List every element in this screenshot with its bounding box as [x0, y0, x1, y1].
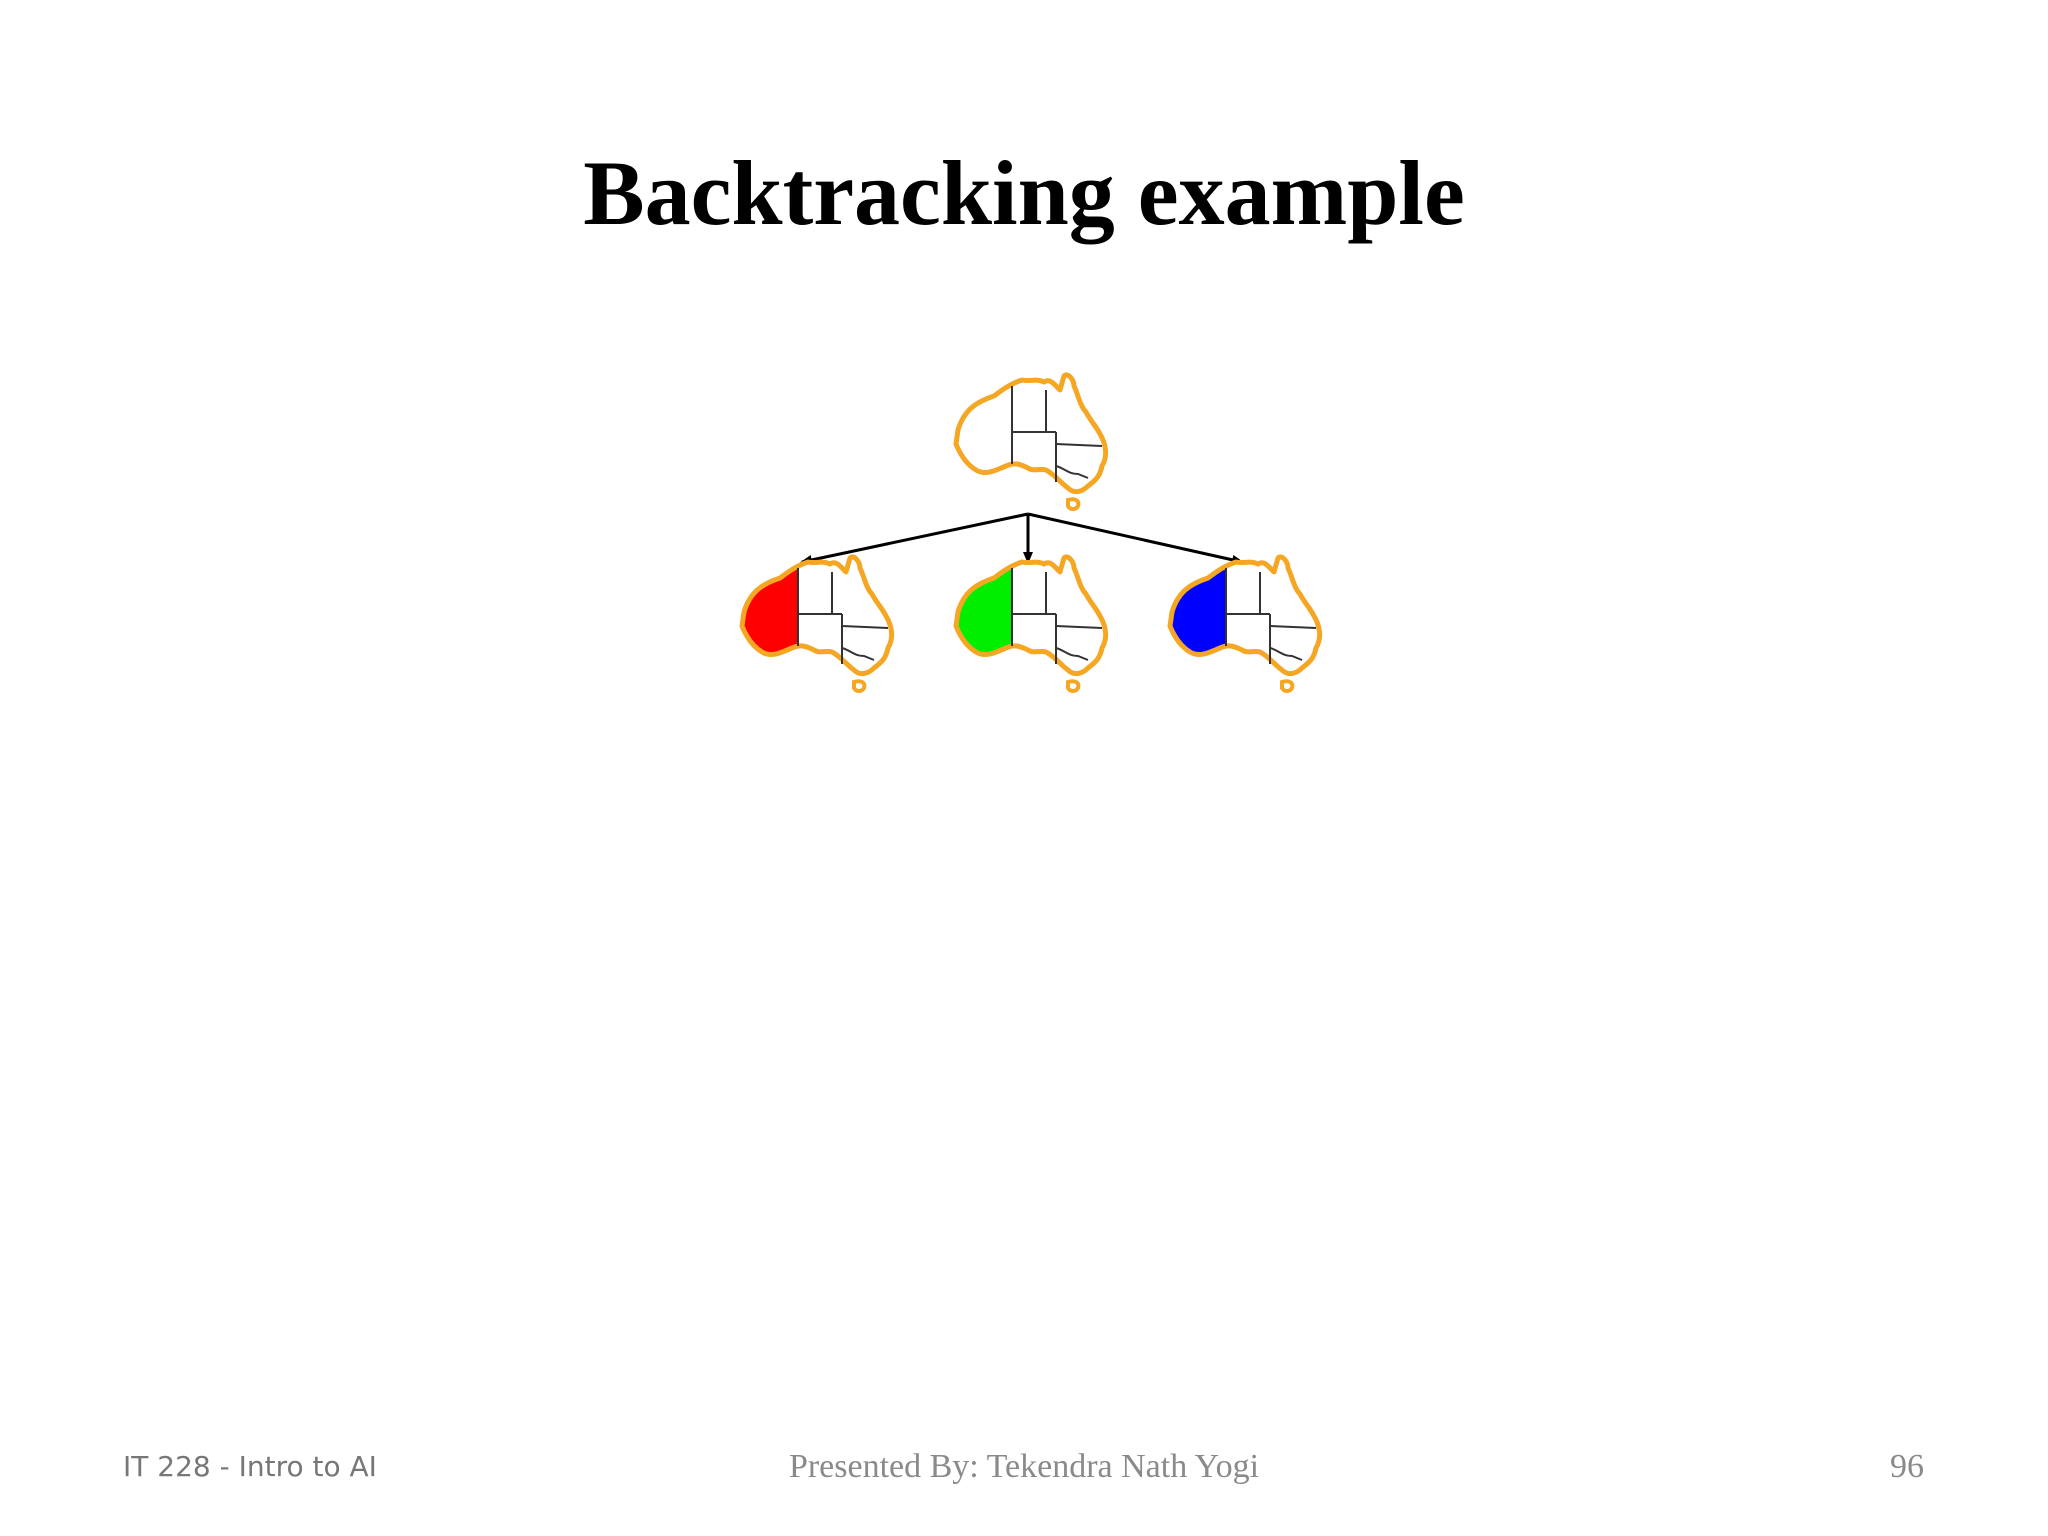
backtracking-tree-diagram: [720, 370, 1360, 720]
arrow-left: [800, 512, 1029, 565]
child-map-green: [956, 557, 1106, 691]
footer-presenter: Presented By: Tekendra Nath Yogi: [788, 1448, 1260, 1485]
root-map: [956, 375, 1106, 509]
footer-course: IT 228 - Intro to AI: [123, 1450, 377, 1483]
footer-page-number: 96: [1890, 1448, 1924, 1485]
slide-title: Backtracking example: [583, 142, 1465, 244]
child-map-blue: [1170, 557, 1320, 691]
arrow-right: [1027, 512, 1244, 565]
child-map-red: [742, 557, 892, 691]
branch-arrows: [800, 512, 1244, 565]
